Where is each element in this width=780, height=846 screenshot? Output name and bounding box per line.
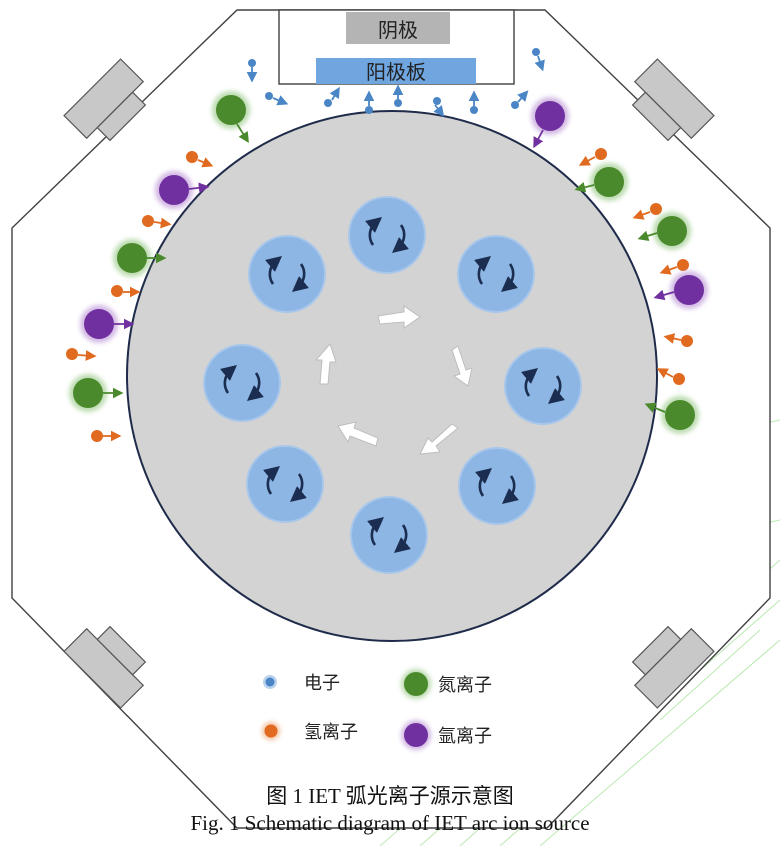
hydrogen-ion (111, 285, 141, 298)
table-rotation-arrows (314, 305, 473, 455)
workpiece-right (504, 347, 582, 425)
cathode-label: 阴极 (378, 18, 418, 42)
nitrogen-ion (113, 239, 167, 277)
electron (265, 92, 289, 106)
electron (324, 86, 340, 107)
hydrogen-ion (66, 348, 97, 361)
nitrogen-ion (644, 396, 699, 434)
electron (468, 90, 480, 114)
argon-ion (653, 271, 708, 309)
legend-electron: 电子 (263, 673, 340, 694)
electron (532, 48, 545, 72)
hydrogen-ion (659, 259, 689, 275)
anode-plate (316, 58, 476, 84)
argon-ions (80, 97, 708, 343)
nitrogen-ion (574, 163, 628, 201)
corner-source-bottom-right (631, 625, 715, 709)
hydrogen-ion (656, 368, 685, 385)
argon-ion (155, 171, 210, 209)
workpieces (203, 196, 582, 574)
legend-argon-ion: 氩离子 (401, 720, 492, 750)
legend: 电子 氮离子 氢离子 氩离子 (262, 669, 492, 750)
anode-plate-label: 阳极板 (366, 60, 426, 84)
svg-text:氢离子: 氢离子 (304, 722, 358, 743)
corner-source-top-right (631, 58, 715, 142)
argon-ion (531, 97, 569, 149)
workpiece-top-right (457, 235, 535, 313)
nitrogen-ion (69, 374, 124, 412)
hydrogen-ion (142, 215, 172, 229)
electron (392, 84, 404, 107)
figure-caption-english: Fig. 1 Schematic diagram of IET arc ion … (190, 811, 590, 835)
nitrogen-ion (212, 91, 250, 144)
figure-caption-chinese: 图 1 IET 弧光离子源示意图 (266, 784, 514, 808)
electron (246, 59, 258, 83)
workpiece-top (348, 196, 426, 274)
workpiece-top-left (248, 235, 326, 313)
hydrogen-ion (91, 430, 122, 442)
hydrogen-ions (66, 148, 693, 442)
legend-hydrogen-ion: 氢离子 (262, 722, 358, 743)
workpiece-left (203, 344, 281, 422)
hydrogen-ion (663, 333, 693, 347)
svg-text:氮离子: 氮离子 (438, 675, 492, 696)
svg-text:电子: 电子 (304, 673, 340, 694)
hydrogen-ion (186, 151, 214, 168)
electrons (246, 48, 545, 117)
workpiece-bottom-right (458, 447, 536, 525)
hydrogen-ion (578, 148, 607, 166)
hydrogen-ion (632, 203, 662, 220)
electron (433, 97, 445, 117)
workpiece-bottom-left (246, 445, 324, 523)
workpiece-bottom (350, 496, 428, 574)
argon-ion (80, 305, 135, 343)
electron (363, 90, 375, 114)
corner-source-top-left (63, 58, 147, 142)
nitrogen-ions (69, 91, 699, 434)
svg-text:氩离子: 氩离子 (438, 726, 492, 747)
corner-source-bottom-left (63, 625, 147, 709)
electron (511, 90, 529, 109)
cathode-block (346, 12, 450, 44)
legend-nitrogen-ion: 氮离子 (401, 669, 492, 699)
nitrogen-ion (637, 212, 691, 250)
